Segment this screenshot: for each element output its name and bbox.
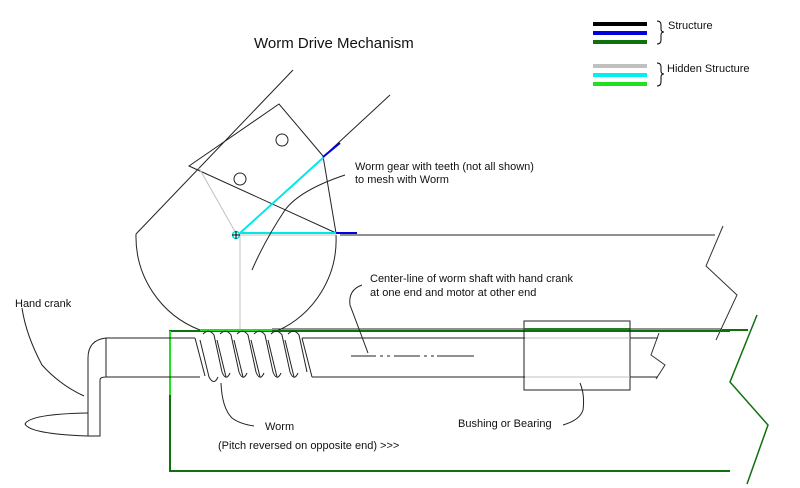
legend-hidden-label: Hidden Structure xyxy=(667,63,750,75)
gear-radius-hidden-1 xyxy=(239,156,325,234)
legend-structure-label: Structure xyxy=(668,20,713,32)
worm-gear-outline xyxy=(135,233,337,332)
bushing xyxy=(523,320,631,391)
worm-gear-label-line2: to mesh with Worm xyxy=(355,174,449,186)
worm-label: Worm xyxy=(265,421,295,433)
centerline-label-line1: Center-line of worm shaft with hand cran… xyxy=(370,273,573,285)
hand-crank xyxy=(87,337,118,437)
plate-hole-1 xyxy=(275,133,289,147)
frame-diagonal-outer xyxy=(135,69,294,235)
legend-structure-swatches xyxy=(593,22,647,44)
legend-hidden-brace xyxy=(656,62,665,87)
base-outline xyxy=(169,330,730,472)
legend-structure-brace xyxy=(656,20,665,45)
worm-gear-label-line1: Worm gear with teeth (not all shown) xyxy=(355,161,534,173)
hand-crank-label: Hand crank xyxy=(15,298,72,310)
legend-hidden-swatches xyxy=(593,64,647,86)
bushing-label: Bushing or Bearing xyxy=(458,418,552,430)
centerline-label-line2: at one end and motor at other end xyxy=(370,287,537,299)
pitch-note-label: (Pitch reversed on opposite end) >>> xyxy=(218,440,400,452)
plate-hole-2 xyxy=(233,172,247,186)
diagram-title: Worm Drive Mechanism xyxy=(254,35,414,52)
worm-threads xyxy=(194,330,313,382)
